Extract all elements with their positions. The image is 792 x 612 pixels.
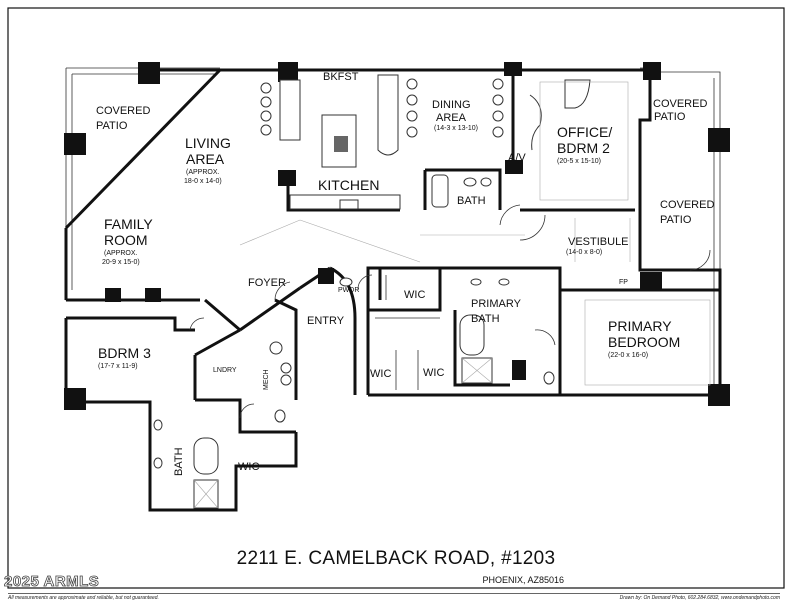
address-title: 2211 E. CAMELBACK ROAD, #1203	[236, 548, 556, 569]
primary-bedroom-dim: (22-0 x 16-0)	[608, 352, 648, 359]
wic-left-label: WIC	[370, 368, 391, 380]
covered-patio-left-label: COVERED	[96, 105, 150, 117]
pwdr-label: PWDR	[338, 287, 359, 294]
office-bdrm2-label-2: BDRM 2	[557, 140, 610, 156]
primary-bedroom-label-2: BEDROOM	[608, 334, 680, 350]
drawn-by-credit: Drawn by: On Demand Photo, 602.284.6832,…	[619, 595, 780, 601]
family-room-dim-2: 20-9 x 15-0)	[102, 259, 140, 266]
fixtures	[153, 74, 711, 509]
living-area-dim-2: 18-0 x 14-0)	[184, 178, 222, 185]
bath-lower-label: BATH	[173, 447, 185, 476]
page-border	[7, 7, 785, 589]
dining-area-label: DINING	[432, 99, 471, 111]
covered-patio-right-top-label-2: PATIO	[654, 111, 686, 123]
dining-area-label-2: AREA	[436, 112, 467, 124]
covered-patio-right-label: COVERED	[660, 199, 714, 211]
wic-lower-label: WIC	[238, 461, 259, 473]
living-area-dim: (APPROX.	[186, 169, 220, 176]
kitchen-label: KITCHEN	[318, 177, 379, 193]
bdrm3-label: BDRM 3	[98, 345, 151, 361]
wic-right-label: WIC	[423, 367, 444, 379]
covered-patio-right-label-2: PATIO	[660, 214, 692, 226]
city-line: PHOENIX, AZ85016	[482, 575, 564, 585]
bdrm3-dim: (17-7 x 11-9)	[98, 363, 138, 370]
dining-area-dim: (14-3 x 13-10)	[434, 125, 478, 132]
bath-upper-label: BATH	[457, 195, 486, 207]
covered-patio-right-top-label: COVERED	[653, 98, 707, 110]
primary-bath-label: PRIMARY	[471, 298, 522, 310]
lndry-label: LNDRY	[213, 367, 237, 374]
family-room-label: FAMILY	[104, 216, 153, 232]
entry-label: ENTRY	[307, 315, 345, 327]
av-label: A/V	[508, 152, 526, 164]
covered-patio-left-label-2: PATIO	[96, 120, 128, 132]
bkfst-label: BKFST	[323, 71, 359, 83]
family-room-dim: (APPROX.	[104, 250, 138, 257]
copyright-watermark: 2025 ARMLS	[4, 573, 100, 591]
living-area-label: LIVING	[185, 135, 231, 151]
fp-label: FP	[619, 279, 628, 286]
office-bdrm2-dim: (20-5 x 15-10)	[557, 158, 601, 165]
room-labels: COVERED PATIO LIVING AREA (APPROX. 18-0 …	[96, 71, 714, 476]
office-bdrm2-label: OFFICE/	[557, 124, 612, 140]
vestibule-label: VESTIBULE	[568, 236, 629, 248]
foyer-label: FOYER	[248, 277, 286, 289]
footer-rule	[8, 593, 780, 594]
vestibule-dim: (14-0 x 8-0)	[566, 249, 602, 256]
primary-bedroom-label: PRIMARY	[608, 318, 672, 334]
primary-bath-label-2: BATH	[471, 313, 500, 325]
mech-label: MECH	[263, 369, 270, 390]
door-swings	[189, 204, 711, 419]
living-area-label-2: AREA	[186, 151, 225, 167]
family-room-label-2: ROOM	[104, 232, 148, 248]
wic-center-top-label: WIC	[404, 289, 425, 301]
columns	[64, 62, 730, 410]
disclaimer-text: All measurements are approximate and rel…	[8, 595, 159, 601]
